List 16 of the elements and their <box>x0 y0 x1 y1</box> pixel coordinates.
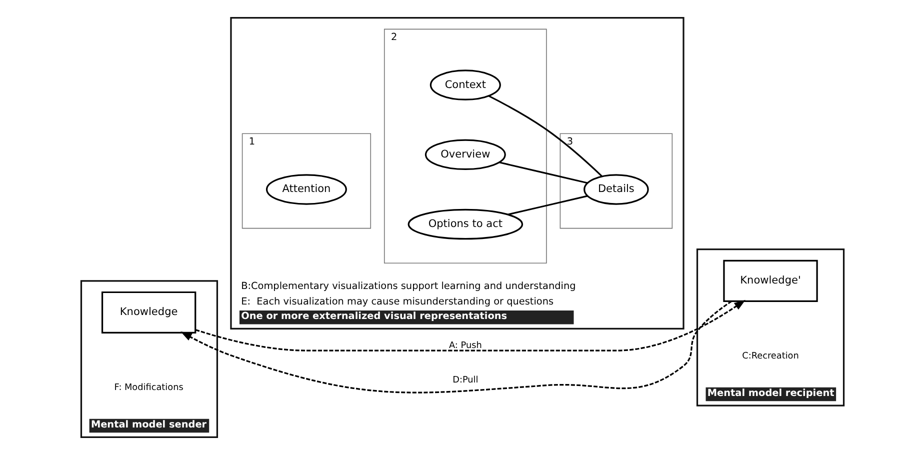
node-ellipse: Context <box>429 70 500 100</box>
edge-label: A: Push <box>448 340 482 351</box>
label: C:Recreation <box>742 351 798 362</box>
node-box: Knowledge <box>100 291 196 334</box>
node-ellipse: Options to act <box>407 208 523 240</box>
connector <box>498 162 588 184</box>
node-box: Knowledge' <box>722 260 818 302</box>
arrow <box>180 300 732 394</box>
node-ellipse: Attention <box>265 174 346 205</box>
node-ellipse: Details <box>583 174 648 205</box>
arrow <box>194 300 746 352</box>
connector <box>508 195 588 216</box>
connector <box>488 95 602 177</box>
edge-label: D:Pull <box>452 376 478 386</box>
node-ellipse: Overview <box>424 139 506 170</box>
label: F: Modifications <box>114 383 183 394</box>
